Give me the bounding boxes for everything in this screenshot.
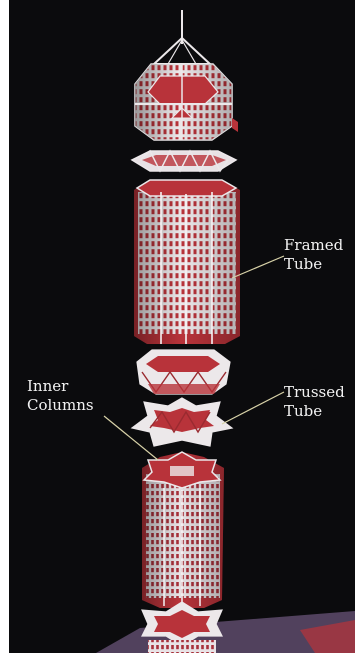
framed-tube-label-line1: Framed bbox=[284, 236, 343, 255]
framed-tube-label-line2: Tube bbox=[284, 255, 343, 274]
framed-tube-label: Framed Tube bbox=[284, 236, 343, 274]
inner-columns-label-line2: Columns bbox=[27, 396, 94, 415]
trussed-tube-label-line2: Tube bbox=[284, 402, 345, 421]
upper-truss-ring bbox=[132, 151, 236, 171]
middle-truss-ring-1 bbox=[137, 350, 230, 394]
upper-framed-tube bbox=[134, 180, 240, 344]
inner-columns-label: Inner Columns bbox=[27, 377, 94, 415]
inner-columns-label-line1: Inner bbox=[27, 377, 94, 396]
trussed-tube-label-line1: Trussed bbox=[284, 383, 345, 402]
trussed-tube-label: Trussed Tube bbox=[284, 383, 345, 421]
lower-framed-tube bbox=[142, 452, 224, 608]
